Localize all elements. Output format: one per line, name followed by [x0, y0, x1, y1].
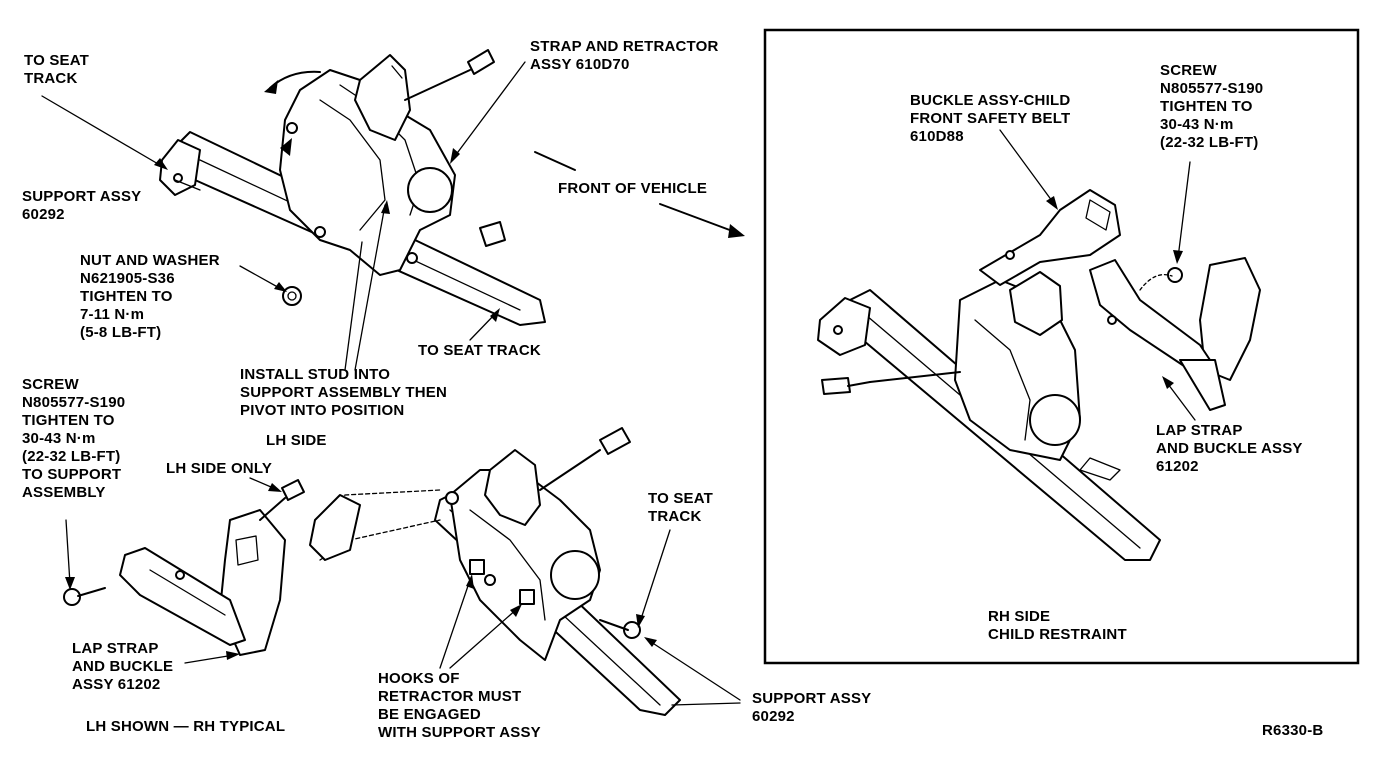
label-line: INSTALL STUD INTO [240, 366, 391, 383]
label-to-seat-track-top-left: TO SEAT TRACK [24, 52, 89, 88]
label-line: (22-32 LB-FT) [1160, 134, 1259, 151]
label-line: TIGHTEN TO [80, 288, 173, 305]
label-line: LAP STRAP [72, 640, 159, 657]
label-line: SUPPORT ASSY [22, 188, 142, 205]
label-lap-strap-right: LAP STRAP AND BUCKLE ASSY 61202 [1156, 422, 1303, 476]
label-line: 30-43 N·m [1160, 116, 1234, 133]
label-line: (22-32 LB-FT) [22, 448, 121, 465]
label-line: AND BUCKLE ASSY [1156, 440, 1303, 457]
label-line: AND BUCKLE [72, 658, 174, 675]
lower-retractor-assembly [63, 427, 681, 716]
label-support-assy-upper: SUPPORT ASSY 60292 [22, 188, 141, 224]
label-line: (5-8 LB-FT) [80, 324, 162, 341]
label-strap-and-retractor: STRAP AND RETRACTOR ASSY 610D70 [530, 38, 719, 74]
label-line: TO SEAT [648, 490, 714, 507]
label-line: N805577-S190 [1160, 80, 1264, 97]
label-nut-and-washer: NUT AND WASHER N621905-S36 TIGHTEN TO 7-… [80, 252, 220, 342]
label-line: CHILD RESTRAINT [988, 626, 1127, 643]
label-line: PIVOT INTO POSITION [240, 402, 405, 419]
label-line: N805577-S190 [22, 394, 126, 411]
label-line: TO SUPPORT [22, 466, 122, 483]
label-rh-side-child-restraint: RH SIDE CHILD RESTRAINT [988, 608, 1127, 644]
label-line: BUCKLE ASSY-CHILD [910, 92, 1071, 109]
label-line: RH SIDE [988, 608, 1051, 625]
label-line: HOOKS OF [378, 670, 460, 687]
label-line: RETRACTOR MUST [378, 688, 522, 705]
label-line: TRACK [24, 70, 78, 87]
label-line: TO SEAT [24, 52, 90, 69]
label-line: NUT AND WASHER [80, 252, 220, 269]
label-line: TRACK [648, 508, 702, 525]
label-screw-left: SCREW N805577-S190 TIGHTEN TO 30-43 N·m … [22, 376, 125, 502]
label-line: SCREW [22, 376, 79, 393]
label-line: 7-11 N·m [80, 306, 145, 323]
label-lap-strap-left: LAP STRAP AND BUCKLE ASSY 61202 [72, 640, 173, 694]
label-line: SUPPORT ASSEMBLY THEN [240, 384, 448, 401]
label-line: 610D88 [910, 128, 964, 145]
label-line: 61202 [1156, 458, 1199, 475]
label-to-seat-track-mid: TO SEAT TRACK [418, 342, 541, 359]
rh-inset-frame [763, 28, 1360, 665]
label-screw-right: SCREW N805577-S190 TIGHTEN TO 30-43 N·m … [1160, 62, 1263, 152]
label-line: ASSY 610D70 [530, 56, 630, 73]
label-line: TIGHTEN TO [1160, 98, 1253, 115]
label-hooks-of-retractor: HOOKS OF RETRACTOR MUST BE ENGAGED WITH … [378, 670, 541, 742]
label-lh-side: LH SIDE [266, 432, 327, 449]
label-line: SUPPORT ASSY [752, 690, 872, 707]
label-lh-shown-rh-typical: LH SHOWN — RH TYPICAL [86, 718, 286, 735]
label-to-seat-track-lower: TO SEAT TRACK [648, 490, 713, 526]
label-support-assy-lower: SUPPORT ASSY 60292 [752, 690, 871, 726]
label-buckle-assy-child: BUCKLE ASSY-CHILD FRONT SAFETY BELT 610D… [910, 92, 1070, 146]
figure-code: R6330-B [1262, 722, 1324, 739]
label-line: SCREW [1160, 62, 1217, 79]
leader-lines [41, 61, 1196, 706]
label-line: FRONT SAFETY BELT [910, 110, 1071, 127]
label-line: WITH SUPPORT ASSY [378, 724, 541, 741]
label-line: N621905-S36 [80, 270, 175, 287]
label-line: ASSY 61202 [72, 676, 161, 693]
label-line: 60292 [752, 708, 795, 725]
rh-child-restraint-assembly [817, 189, 1261, 561]
label-lh-side-only: LH SIDE ONLY [166, 460, 273, 477]
label-line: STRAP AND RETRACTOR [530, 38, 719, 55]
label-install-stud: INSTALL STUD INTO SUPPORT ASSEMBLY THEN … [240, 366, 447, 420]
label-front-of-vehicle: FRONT OF VEHICLE [558, 180, 708, 197]
upper-retractor-assembly [159, 49, 546, 326]
label-line: 60292 [22, 206, 65, 223]
label-line: 30-43 N·m [22, 430, 96, 447]
label-line: ASSEMBLY [22, 484, 106, 501]
label-line: LAP STRAP [1156, 422, 1243, 439]
label-line: TIGHTEN TO [22, 412, 115, 429]
label-line: BE ENGAGED [378, 706, 481, 723]
